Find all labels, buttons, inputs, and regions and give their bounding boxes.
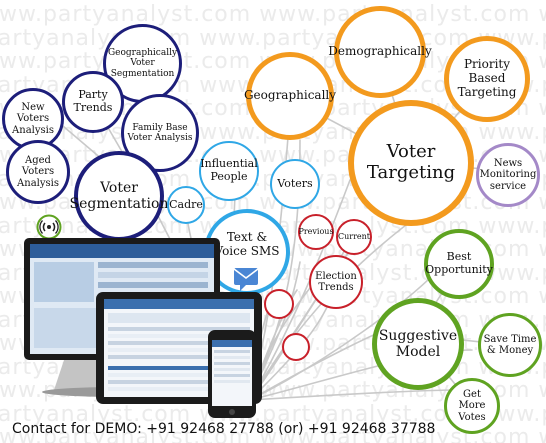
- get-more-votes-node: Get More Votes: [444, 378, 500, 434]
- suggestive-model-node: Suggestive Model: [372, 298, 464, 390]
- influential-people-node: Influential People: [199, 141, 259, 201]
- previous-node: Previous: [298, 214, 334, 250]
- best-opportunity-node: Best Opportunity: [424, 229, 494, 299]
- priority-based-targeting-node: Priority Based Targeting: [444, 36, 530, 122]
- save-time-money-node: Save Time & Money: [478, 313, 542, 377]
- voter-segmentation-node: Voter Segmentation: [70, 151, 168, 241]
- small-red-node: [264, 289, 294, 319]
- contact-line: Contact for DEMO: +91 92468 27788 (or) +…: [12, 421, 436, 437]
- smartphone: [208, 330, 258, 420]
- current-node: Current: [336, 219, 372, 255]
- voter-targeting-node: Voter Targeting: [348, 100, 474, 226]
- voters-node: Voters: [270, 159, 320, 209]
- wifi-broadcast-icon: [36, 214, 62, 240]
- party-trends-node: Party Trends: [62, 71, 124, 133]
- geographically-voter-segmentation-node: Geographically Voter Segmentation: [103, 24, 182, 103]
- geographically-node: Geographically: [244, 52, 336, 140]
- small-red-node: [282, 333, 310, 361]
- aged-voters-analysis-node: Aged Voters Analysis: [6, 140, 70, 204]
- cadre-node: Cadre: [167, 186, 205, 224]
- election-trends-node: Election Trends: [309, 255, 363, 309]
- demographically-node: Demographically: [328, 6, 432, 98]
- sms-envelope-icon: [233, 268, 259, 291]
- news-monitoring-service-node: News Monitoring service: [476, 143, 540, 207]
